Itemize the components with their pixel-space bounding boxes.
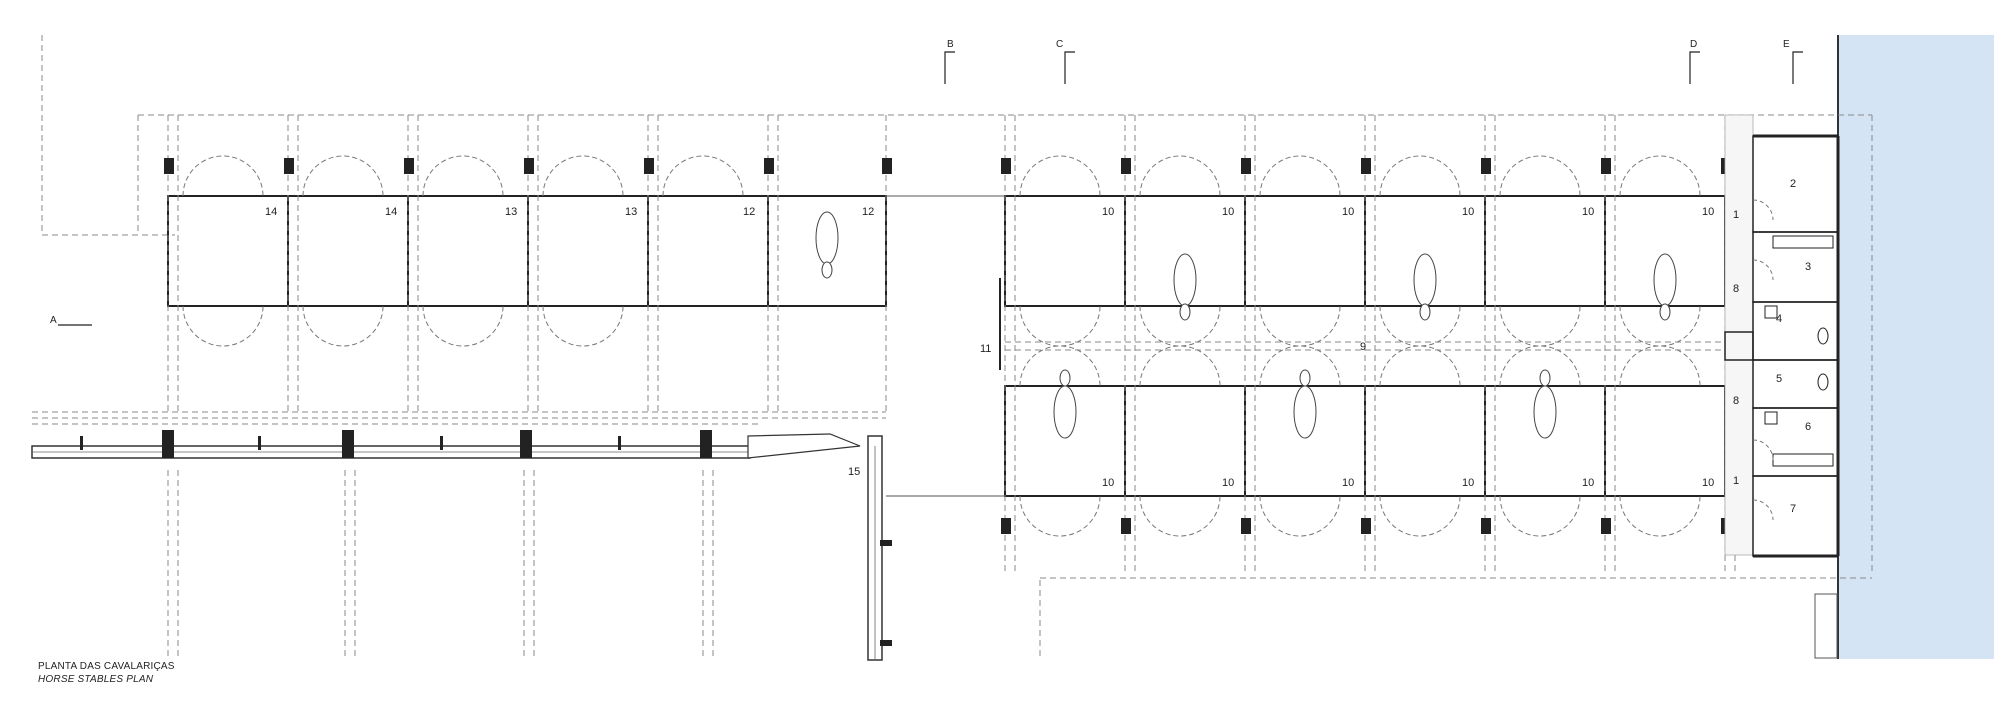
section-markers [58,51,1803,326]
stall-number: 14 [385,206,397,218]
service-rooms [1724,114,1840,558]
room-number-7: 7 [1790,503,1796,515]
stall-number: 10 [1462,477,1474,489]
stall-number: 13 [625,206,637,218]
stall-number: 10 [1702,477,1714,489]
plan-title: PLANTA DAS CAVALARIÇAS [38,661,175,672]
stall-number: 10 [1702,206,1714,218]
stall-number: 10 [1102,206,1114,218]
stall-number: 10 [1102,477,1114,489]
section-marker-a: A [50,315,57,326]
west-stable-block [164,115,892,415]
plan-caption: PLANTA DAS CAVALARIÇAS HORSE STABLES PLA… [38,660,175,686]
section-marker-e: E [1783,39,1790,50]
site-boundary [41,35,1873,660]
stall-number: 12 [862,206,874,218]
room-number-15: 15 [848,466,860,478]
room-number-11: 11 [980,343,991,355]
room-number-1-bottom: 1 [1733,475,1739,487]
room-number-8-bottom: 8 [1733,395,1739,407]
room-number-5: 5 [1776,373,1782,385]
stall-number: 10 [1342,477,1354,489]
room-number-9: 9 [1360,341,1366,353]
water-area [1838,35,1994,659]
stall-number: 14 [265,206,277,218]
room-number-1-top: 1 [1733,209,1739,221]
room-number-4: 4 [1776,313,1782,325]
covered-walkway [31,411,892,661]
room-number-6: 6 [1805,421,1811,433]
stall-number: 10 [1462,206,1474,218]
section-marker-d: D [1690,39,1697,50]
section-marker-b: B [947,39,954,50]
plan-subtitle: HORSE STABLES PLAN [38,674,154,685]
stall-number: 10 [1222,477,1234,489]
stall-number: 10 [1222,206,1234,218]
room-number-3: 3 [1805,261,1811,273]
stall-number: 10 [1342,206,1354,218]
room-number-2: 2 [1790,178,1796,190]
stall-number: 12 [743,206,755,218]
east-stable-block [999,115,1736,575]
stall-number: 10 [1582,477,1594,489]
room-number-8-top: 8 [1733,283,1739,295]
pier-block [1814,593,1838,659]
stall-number: 10 [1582,206,1594,218]
section-marker-c: C [1056,39,1063,50]
stall-number: 13 [505,206,517,218]
